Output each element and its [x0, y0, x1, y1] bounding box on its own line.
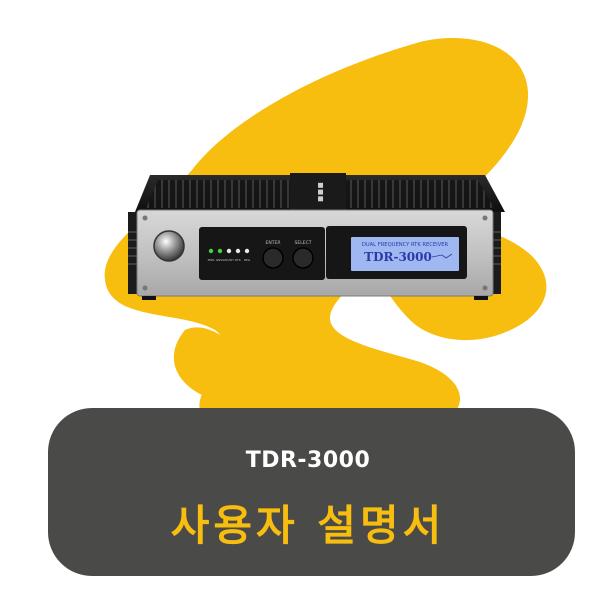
enter-button: [262, 247, 284, 269]
lcd-screen: [351, 237, 459, 271]
enter-button-label: ENTER: [266, 240, 281, 246]
lcd-line-1: DUAL FREQUENCY RTK RECEIVER: [362, 242, 449, 248]
select-button: [292, 247, 314, 269]
led-label-rtk: RTK: [235, 258, 242, 262]
caption-box: [48, 408, 575, 576]
svg-text:▪▪▪: ▪▪▪: [315, 182, 326, 202]
led-label-pd-sh: PD/SH: [224, 258, 233, 262]
led-label-gnss: GNSS: [216, 258, 224, 262]
led-label-pwr: PWR: [208, 258, 215, 262]
lcd-line-2: TDR-3000: [364, 250, 432, 264]
led-label-reg: REG: [244, 258, 251, 262]
manual-title: 사용자 설명서: [170, 501, 446, 550]
device-image: ▪▪▪: [128, 173, 505, 300]
select-button-label: SELECT: [295, 240, 312, 246]
product-name: TDR-3000: [245, 448, 371, 473]
lcd-logo-icon: [431, 253, 453, 259]
status-leds: PWR GNSS PD/SH RTK REG: [208, 248, 251, 262]
antenna-connector-icon: [153, 230, 185, 262]
